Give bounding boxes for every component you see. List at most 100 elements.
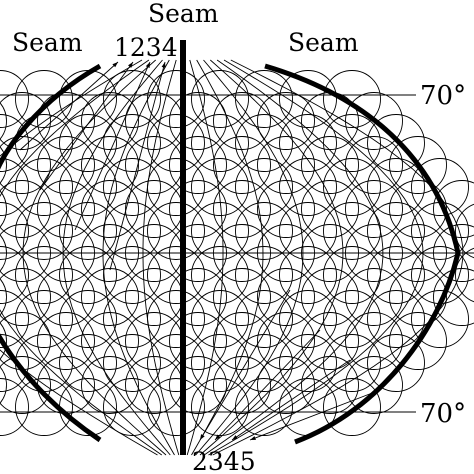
grid-circle bbox=[455, 247, 474, 303]
seam-arrows bbox=[19, 61, 381, 441]
grid-circle bbox=[345, 268, 403, 326]
grid-circle bbox=[103, 334, 161, 392]
grid-circle bbox=[15, 202, 73, 260]
grid-circle bbox=[191, 114, 249, 172]
label-mask-top bbox=[416, 80, 474, 112]
grid-circle bbox=[345, 356, 403, 414]
grid-circle bbox=[323, 246, 381, 304]
meridian-curve bbox=[203, 59, 384, 456]
grid-circle bbox=[235, 378, 293, 436]
grid-circle bbox=[235, 334, 293, 392]
seam-arrowhead bbox=[128, 62, 133, 68]
grid-circle bbox=[301, 136, 359, 194]
grid-circle bbox=[279, 158, 337, 216]
seam-arrow bbox=[249, 389, 381, 441]
seam-arrowhead bbox=[112, 62, 118, 68]
grid-circle bbox=[323, 378, 381, 436]
grid-circle bbox=[191, 70, 249, 128]
grid-circle bbox=[235, 114, 293, 172]
seam-arrow bbox=[199, 289, 291, 441]
grid-circle bbox=[235, 290, 293, 348]
grid-circle bbox=[103, 202, 161, 260]
grid-circle bbox=[191, 158, 249, 216]
grid-circle bbox=[0, 180, 51, 238]
latitude-label-south: 70° bbox=[420, 399, 466, 429]
grid-circle bbox=[147, 378, 205, 436]
grid-circle bbox=[235, 158, 293, 216]
grid-circle bbox=[345, 136, 403, 194]
grid-circle bbox=[191, 290, 249, 348]
grid-circle bbox=[345, 92, 403, 150]
latitude-label-north: 70° bbox=[420, 81, 466, 111]
grid-circle bbox=[147, 70, 205, 128]
grid-circle bbox=[0, 114, 29, 172]
seam-label-left: Seam bbox=[12, 28, 83, 57]
seam-arrowhead bbox=[145, 62, 150, 68]
grid-circle bbox=[411, 158, 469, 216]
seam-arrowhead bbox=[161, 62, 166, 68]
seam-arrow bbox=[74, 61, 151, 231]
grid-circle bbox=[169, 312, 227, 370]
grid-circle bbox=[257, 136, 315, 194]
seam-arrow bbox=[214, 329, 321, 441]
grid-circle bbox=[0, 146, 7, 184]
grid-circle bbox=[81, 92, 139, 150]
left-seam-curve bbox=[0, 63, 102, 443]
grid-circle bbox=[59, 334, 117, 392]
grid-circle bbox=[257, 356, 315, 414]
grid-circle bbox=[103, 290, 161, 348]
grid-circle bbox=[323, 334, 381, 392]
seam-arrow bbox=[109, 61, 166, 271]
grid-circle bbox=[301, 180, 359, 238]
grid-circle bbox=[323, 114, 381, 172]
grid-circle bbox=[433, 268, 474, 326]
grid-circle bbox=[15, 290, 73, 348]
seam-arrowhead bbox=[232, 435, 238, 440]
grid-circle bbox=[367, 246, 425, 304]
grid-circle bbox=[279, 114, 337, 172]
grid-circle bbox=[367, 202, 425, 260]
grid-circle bbox=[257, 92, 315, 150]
grid-circle bbox=[213, 356, 271, 414]
grid-circle bbox=[323, 202, 381, 260]
grid-circle bbox=[301, 356, 359, 414]
label-mask-bottom bbox=[416, 398, 474, 430]
grid-circle bbox=[37, 312, 95, 370]
grid-circle bbox=[367, 114, 425, 172]
grid-circle bbox=[37, 180, 95, 238]
grid-circle bbox=[0, 102, 7, 140]
grid-circle bbox=[235, 202, 293, 260]
seam-numbers-bottom: 2345 bbox=[192, 447, 256, 474]
grid-circle bbox=[169, 268, 227, 326]
grid-circle bbox=[147, 290, 205, 348]
grid-circle bbox=[59, 202, 117, 260]
grid-circle bbox=[169, 356, 227, 414]
seam-label-right: Seam bbox=[288, 28, 359, 57]
grid-circle bbox=[37, 92, 95, 150]
grid-circle bbox=[81, 136, 139, 194]
grid-circle bbox=[0, 356, 51, 414]
grid-circle bbox=[257, 312, 315, 370]
seam-numbers-top: 1234 bbox=[114, 33, 178, 62]
grid-circle bbox=[213, 92, 271, 150]
grid-circle bbox=[0, 70, 29, 128]
grid-circle bbox=[279, 70, 337, 128]
grid-circle bbox=[0, 322, 7, 360]
grid-circle bbox=[345, 180, 403, 238]
grid-circle bbox=[0, 268, 51, 326]
grid-circle bbox=[147, 114, 205, 172]
grid-circle bbox=[191, 378, 249, 436]
grid-circle bbox=[279, 290, 337, 348]
seam-arrowhead bbox=[200, 434, 205, 440]
grid-circle bbox=[169, 92, 227, 150]
grid-circle bbox=[323, 158, 381, 216]
meridian-curve bbox=[208, 59, 424, 456]
grid-circle bbox=[37, 268, 95, 326]
grid-circle bbox=[367, 290, 425, 348]
grid-circle bbox=[15, 70, 73, 128]
grid-circle bbox=[191, 246, 249, 304]
grid-circle bbox=[0, 202, 29, 260]
grid-circle bbox=[169, 136, 227, 194]
grid-circle bbox=[59, 246, 117, 304]
